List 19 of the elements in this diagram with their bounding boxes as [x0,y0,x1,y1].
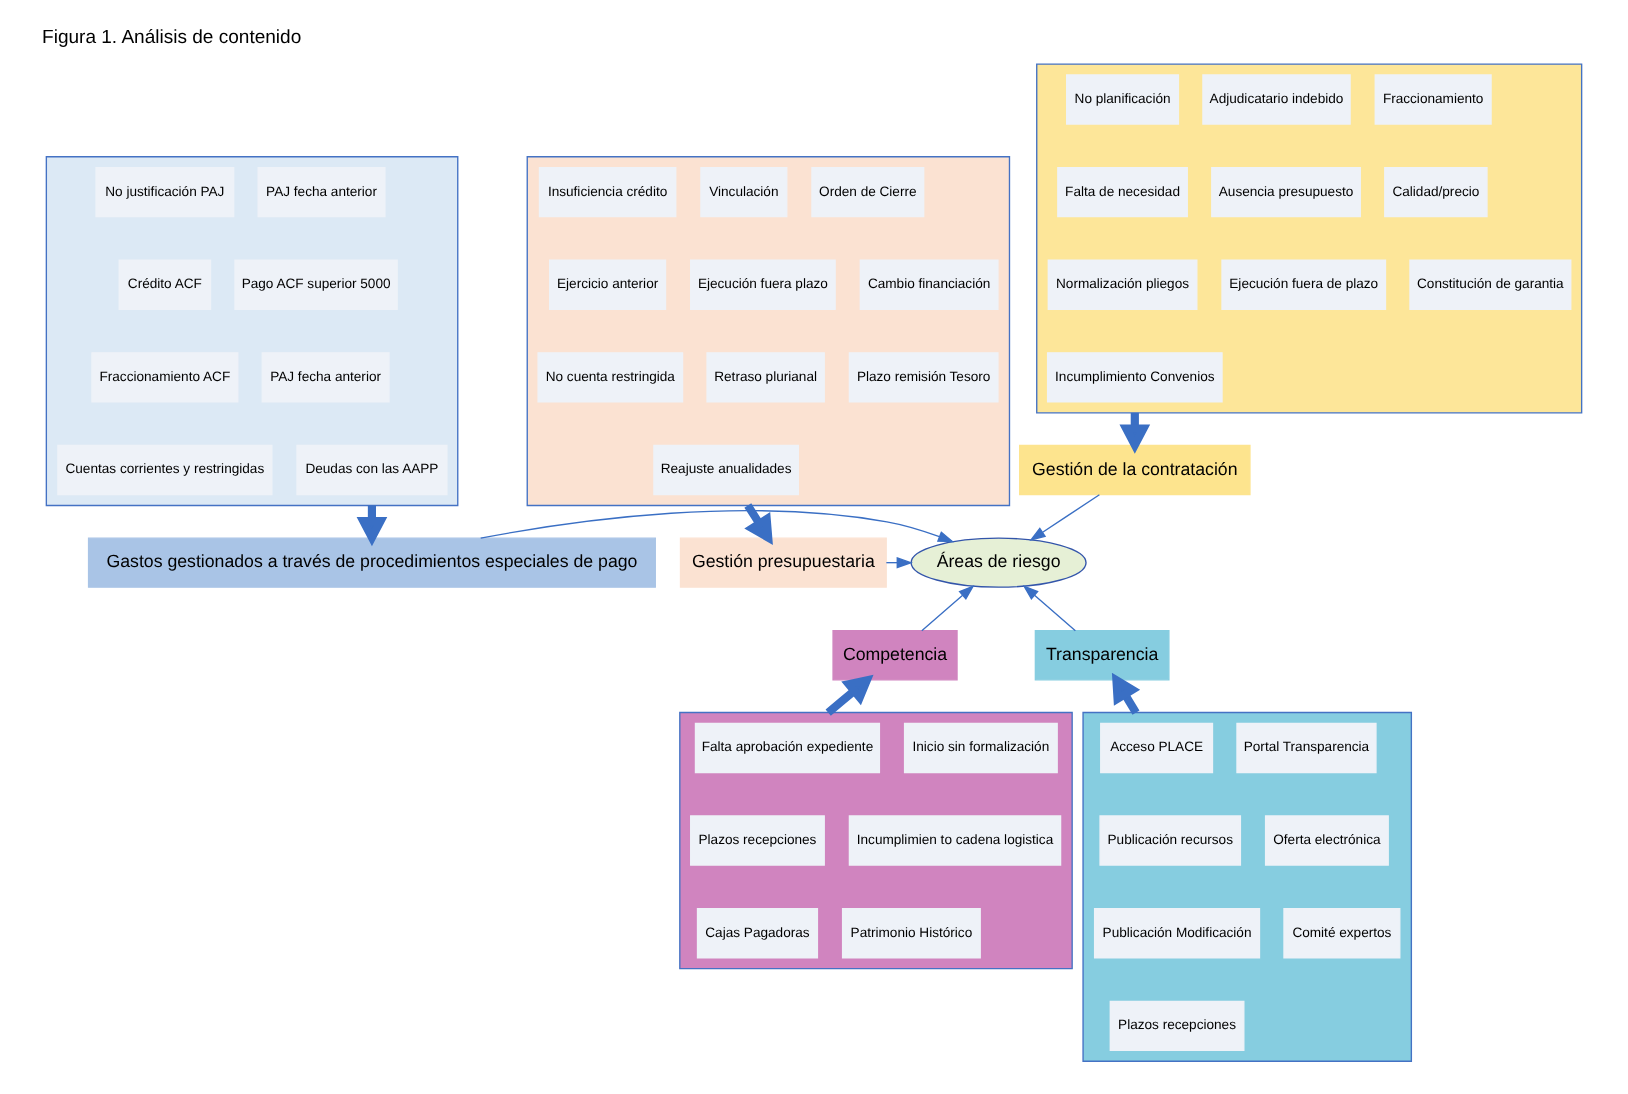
arrow [744,503,773,545]
node-box: Competencia [832,630,958,681]
cluster [1036,63,1583,414]
node-ellipse: Áreas de riesgo [910,537,1087,588]
arrow [1111,672,1141,715]
node-box: Gestión de la contratación [1019,444,1251,496]
node-box: Transparencia [1034,630,1170,681]
arrow [825,674,874,716]
node-box: Gastos gestionados a través de procedimientos especiales de pago [87,537,656,588]
cluster [526,156,1011,507]
arrow [1022,584,1077,632]
node-box: Gestión presupuestaria [679,537,887,588]
cluster [45,156,459,507]
arrow [1029,494,1101,541]
arrow [480,510,955,543]
diagram-title: Figura 1. Análisis de contenido [42,26,302,49]
cluster [1082,711,1413,1062]
cluster [679,711,1073,970]
arrow [921,584,975,632]
